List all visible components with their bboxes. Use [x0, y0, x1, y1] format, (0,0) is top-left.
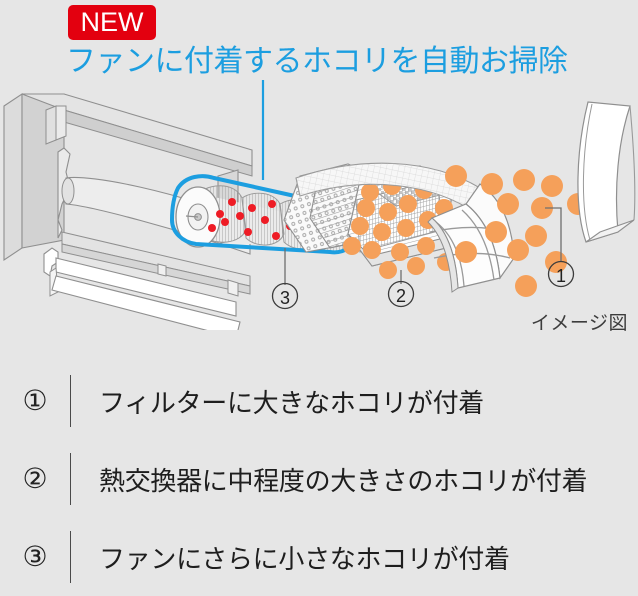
legend-row-1: ① フィルターに大きなホコリが付着 [0, 362, 638, 440]
callout-marker-3: 3 [271, 282, 299, 310]
indoor-unit-body [3, 92, 253, 295]
legend-text-3: ファンにさらに小さなホコリが付着 [99, 543, 510, 574]
legend-divider [70, 375, 71, 427]
headline: ファンに付着するホコリを自動お掃除 [66, 45, 568, 78]
image-caption: イメージ図 [530, 313, 628, 334]
callout-marker-1: 1 [547, 260, 575, 288]
svg-text:2: 2 [396, 286, 406, 306]
legend-row-3: ③ ファンにさらに小さなホコリが付着 [0, 518, 638, 596]
legend-divider [70, 453, 71, 505]
product-illustration: 3 2 1 [0, 78, 638, 339]
legend-divider [70, 531, 71, 583]
legend-marker-1: ① [22, 385, 48, 416]
legend-marker-2: ② [22, 463, 48, 494]
callout-markers: 3 2 1 [271, 260, 575, 310]
legend-row-2: ② 熱交換器に中程度の大きさのホコリが付着 [0, 440, 638, 518]
legend-text-1: フィルターに大きなホコリが付着 [99, 387, 484, 418]
illustration-svg: 3 2 1 [3, 78, 636, 339]
svg-text:3: 3 [280, 288, 290, 308]
legend-text-2: 熱交換器に中程度の大きさのホコリが付着 [99, 465, 588, 496]
air-deflector-louver [43, 247, 241, 339]
new-badge: NEW [68, 5, 156, 40]
dust-large-group [445, 165, 589, 297]
legend-list: ① フィルターに大きなホコリが付着 ② 熱交換器に中程度の大きさのホコリが付着 … [0, 362, 638, 596]
front-panel [577, 101, 636, 243]
legend-marker-3: ③ [22, 541, 48, 572]
svg-text:1: 1 [556, 266, 566, 286]
callout-marker-2: 2 [387, 280, 415, 308]
